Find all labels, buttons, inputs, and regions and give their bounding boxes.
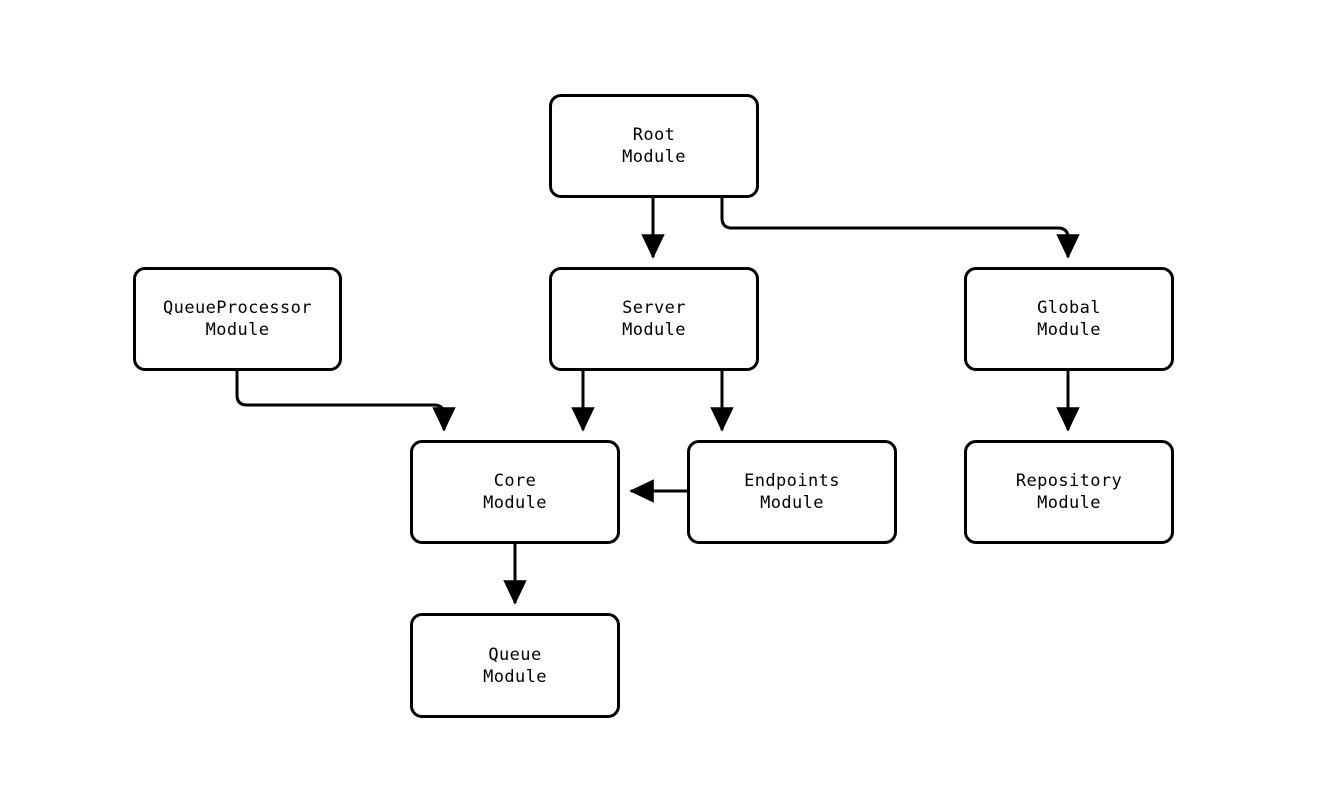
node-label-queueprocessor-module: QueueProcessor Module bbox=[163, 298, 312, 340]
node-core-module[interactable]: Core Module bbox=[410, 440, 620, 544]
node-endpoints-module[interactable]: Endpoints Module bbox=[687, 440, 897, 544]
edge-queueprocessor-to-core bbox=[235, 371, 456, 432]
node-repository-module[interactable]: Repository Module bbox=[964, 440, 1174, 544]
edge-root-to-global bbox=[720, 198, 1080, 259]
node-queueprocessor-module[interactable]: QueueProcessor Module bbox=[133, 267, 342, 371]
node-label-endpoints-module: Endpoints Module bbox=[744, 471, 840, 513]
node-root-module[interactable]: Root Module bbox=[549, 94, 759, 198]
node-label-repository-module: Repository Module bbox=[1015, 471, 1123, 513]
node-label-core-module: Core Module bbox=[483, 471, 547, 513]
node-queue-module[interactable]: Queue Module bbox=[410, 613, 620, 718]
node-label-root-module: Root Module bbox=[622, 125, 686, 167]
node-global-module[interactable]: Global Module bbox=[964, 267, 1174, 371]
node-label-queue-module: Queue Module bbox=[483, 644, 547, 687]
node-label-global-module: Global Module bbox=[1037, 298, 1101, 340]
node-label-server-module: Server Module bbox=[622, 298, 686, 340]
node-server-module[interactable]: Server Module bbox=[549, 267, 759, 371]
